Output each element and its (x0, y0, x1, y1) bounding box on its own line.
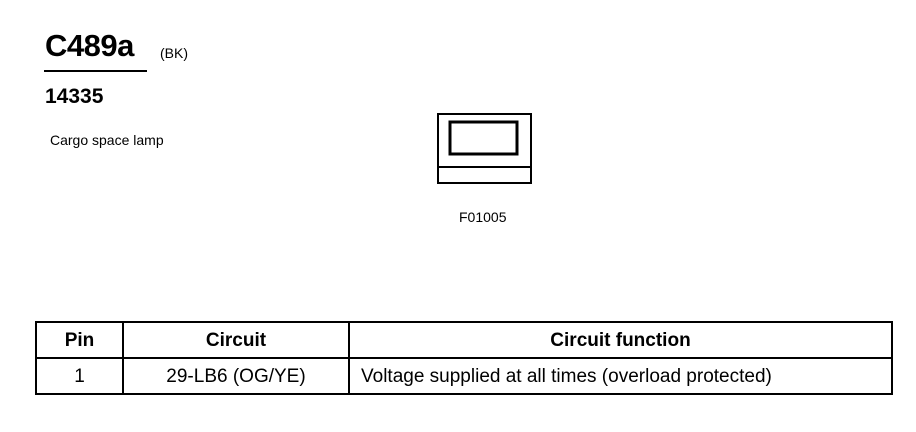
figure-code: F01005 (459, 209, 507, 225)
header-circuit: Circuit (122, 321, 350, 359)
header-pin: Pin (35, 321, 124, 359)
cell-pin: 1 (35, 357, 124, 395)
cell-circuit-function: Voltage supplied at all times (overload … (348, 357, 893, 395)
connector-description: Cargo space lamp (50, 132, 164, 148)
title-rule (44, 70, 147, 72)
connector-outer-housing (437, 113, 532, 184)
pin-table: Pin Circuit Circuit function 1 29-LB6 (O… (35, 321, 893, 395)
connector-id: C489a (45, 28, 134, 63)
connector-face-diagram (437, 113, 532, 184)
table-header-row: Pin Circuit Circuit function (35, 321, 893, 359)
connector-color: (BK) (160, 45, 188, 61)
connector-terminal-cavity (448, 120, 519, 156)
table-row: 1 29-LB6 (OG/YE) Voltage supplied at all… (35, 357, 893, 395)
cell-circuit: 29-LB6 (OG/YE) (122, 357, 350, 395)
part-number: 14335 (45, 85, 104, 108)
header-circuit-function: Circuit function (348, 321, 893, 359)
